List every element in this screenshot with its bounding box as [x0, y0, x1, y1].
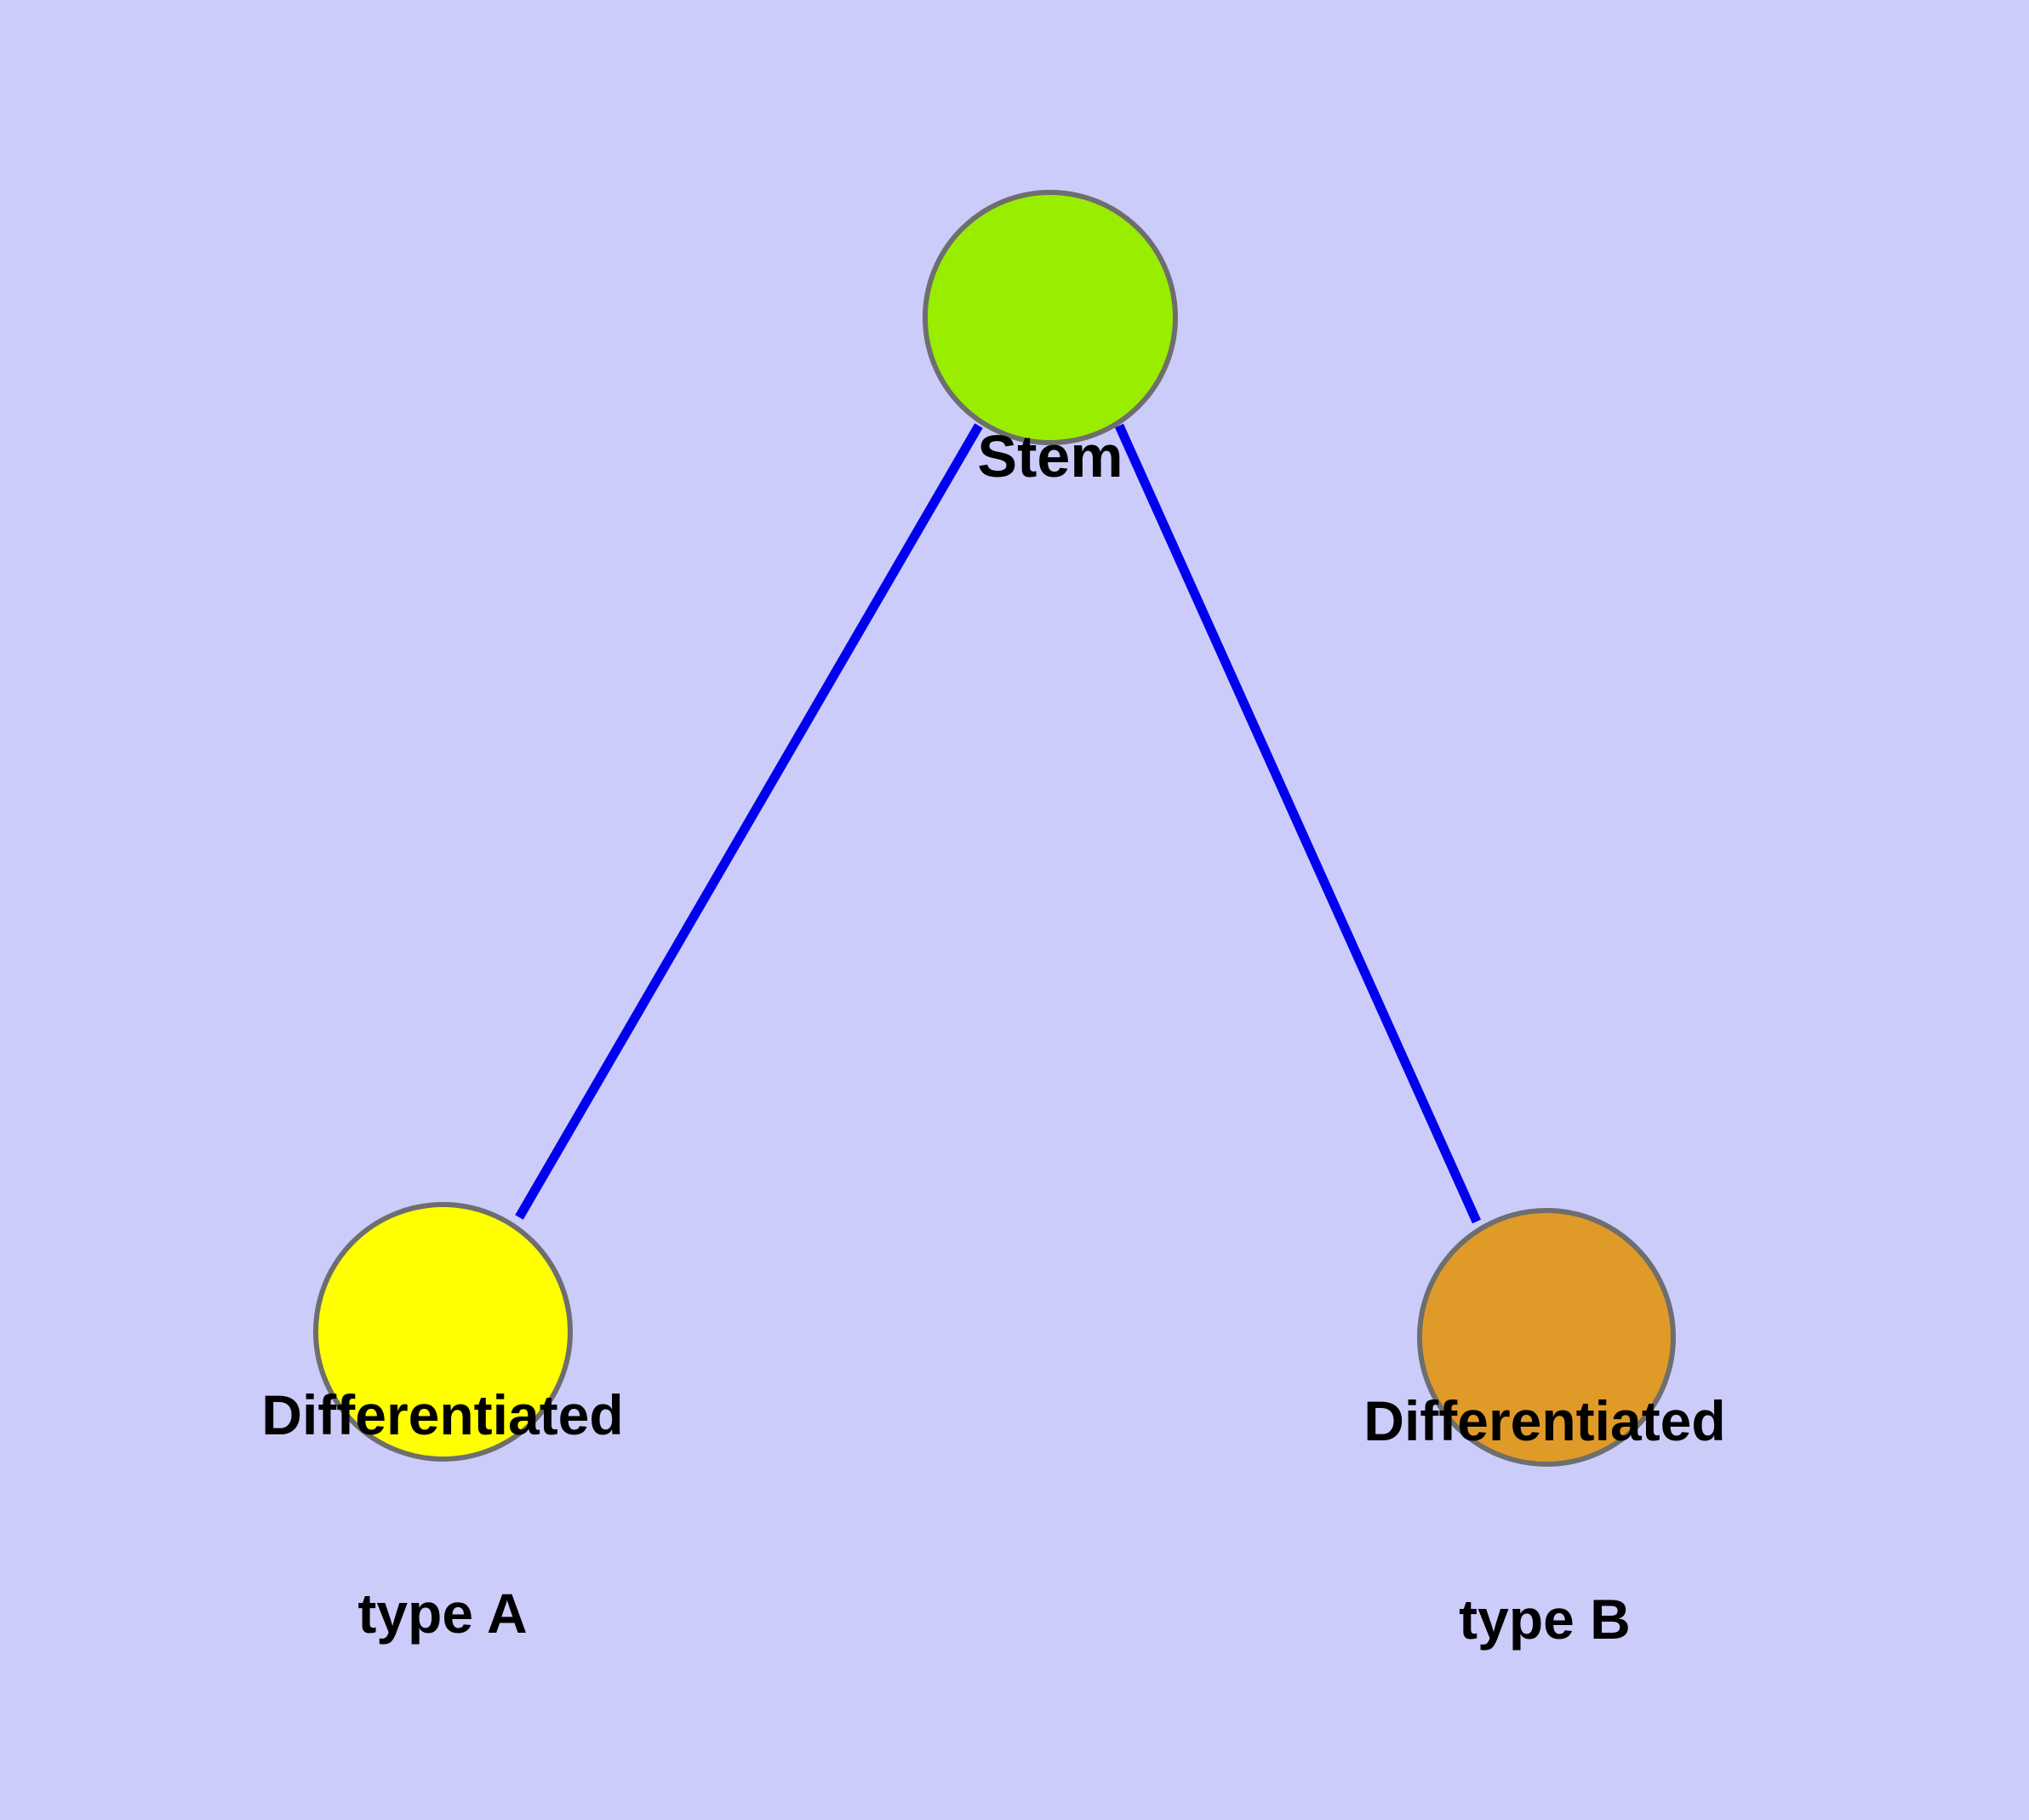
node-differentiated-type-a[interactable] — [313, 1202, 573, 1462]
edge-stem-to-diff-a — [515, 423, 983, 1220]
node-stem[interactable] — [923, 190, 1178, 445]
node-differentiated-type-b[interactable] — [1417, 1208, 1676, 1467]
edge-stem-to-diff-b — [1114, 423, 1482, 1224]
